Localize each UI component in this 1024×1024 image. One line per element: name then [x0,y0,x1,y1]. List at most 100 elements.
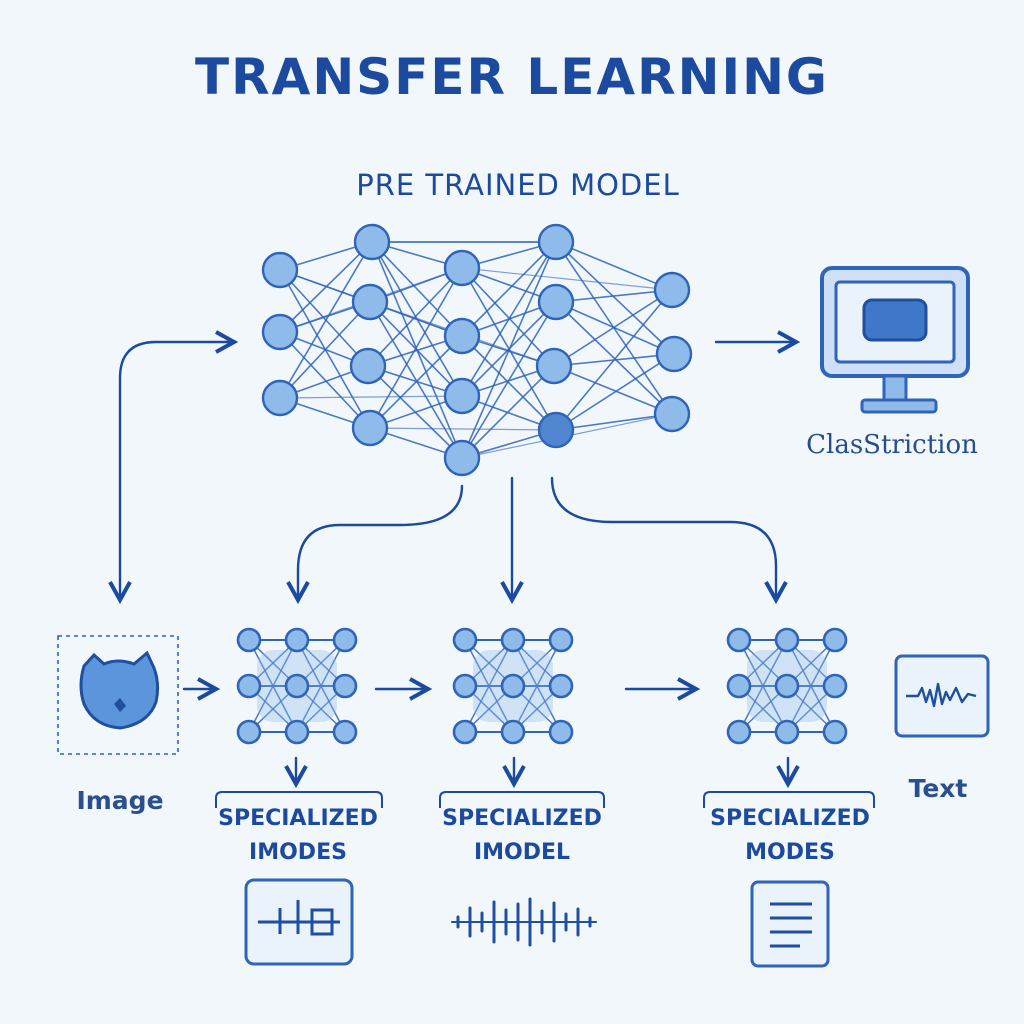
network-edge [367,267,463,367]
network-node [443,377,481,415]
network-edge [555,353,675,431]
network-edge [279,331,371,429]
pretrained-network [261,223,693,477]
network-node [443,439,481,477]
pretrained-network-nodes [261,223,693,477]
network-node [653,271,691,309]
specialized-network-2 [452,627,574,745]
network-node [548,627,574,653]
network-node [726,719,752,745]
text-label: Text [908,774,968,803]
network-edge [553,365,673,415]
network-node [332,719,358,745]
diagram-title: TRANSFER LEARNING [195,48,829,106]
waveform-card-icon [894,654,990,738]
network-node [548,719,574,745]
classification-label: ClasStriction [806,430,978,460]
network-node [537,411,575,449]
monitor-icon [820,266,970,414]
network-edge [555,289,673,303]
network-edge [555,301,673,415]
network-edge [461,335,557,431]
network-node [284,627,310,653]
network-edge [553,289,673,367]
network-edge [555,289,673,431]
specialized-label-2-line1: SPECIALIZED [442,806,602,831]
network-node [774,627,800,653]
network-node [284,719,310,745]
network-node [332,673,358,699]
network-node [236,673,262,699]
network-node [236,627,262,653]
network-node [500,627,526,653]
network-edge [369,267,463,429]
network-node [822,673,848,699]
specialized-networks [236,627,848,745]
network-node [537,223,575,261]
network-node [822,719,848,745]
flow-arrows [120,342,796,784]
arrow-network-to-specialized-3 [550,476,776,600]
chart-card-icon [244,878,354,966]
network-edge [279,301,371,399]
network-edge [555,413,673,431]
specialized-label-3-line2: MODES [745,840,835,865]
specialized-label-2: SPECIALIZED IMODEL [422,802,622,870]
network-edge [461,365,555,459]
image-input-box [57,635,179,755]
arrow-network-to-specialized-1 [298,484,464,600]
network-node [261,251,299,289]
network-edge [461,267,555,367]
network-edge [461,301,557,459]
network-node [548,673,574,699]
specialized-label-3: SPECIALIZED MODES [690,802,890,870]
network-node [332,627,358,653]
network-node [236,719,262,745]
network-node [452,719,478,745]
image-label: Image [76,786,164,815]
network-node [452,627,478,653]
pretrained-model-heading: PRE TRAINED MODEL [356,168,680,202]
specialized-label-1-line1: SPECIALIZED [218,806,378,831]
document-icon [750,880,830,968]
network-node [774,673,800,699]
network-node [353,223,391,261]
network-edge [461,241,557,337]
network-edge [461,241,557,397]
specialized-label-3-line1: SPECIALIZED [710,806,870,831]
network-node [535,347,573,385]
network-node [537,283,575,321]
network-edge [555,301,675,355]
network-node [452,673,478,699]
bracket-3 [703,791,875,808]
network-node [726,673,752,699]
specialized-network-1 [236,627,358,745]
network-edge [369,335,463,429]
network-node [261,379,299,417]
network-edge [279,395,463,399]
specialized-label-1: SPECIALIZED IMODES [198,802,398,870]
cat-icon [79,650,160,730]
network-edge [371,241,463,337]
specialized-network-3 [726,627,848,745]
network-node [351,283,389,321]
network-node [351,409,389,447]
network-node [653,395,691,433]
network-node [655,335,693,373]
bracket-2 [439,791,605,808]
network-edge [369,427,557,431]
network-edge [279,241,373,399]
network-node [822,627,848,653]
specialized-label-1-line2: IMODES [249,840,347,865]
network-node [443,317,481,355]
network-node [500,673,526,699]
network-node [500,719,526,745]
network-edge [461,267,673,291]
network-node [261,313,299,351]
network-edge [555,241,673,291]
network-node [284,673,310,699]
network-node [774,719,800,745]
network-node [443,249,481,287]
